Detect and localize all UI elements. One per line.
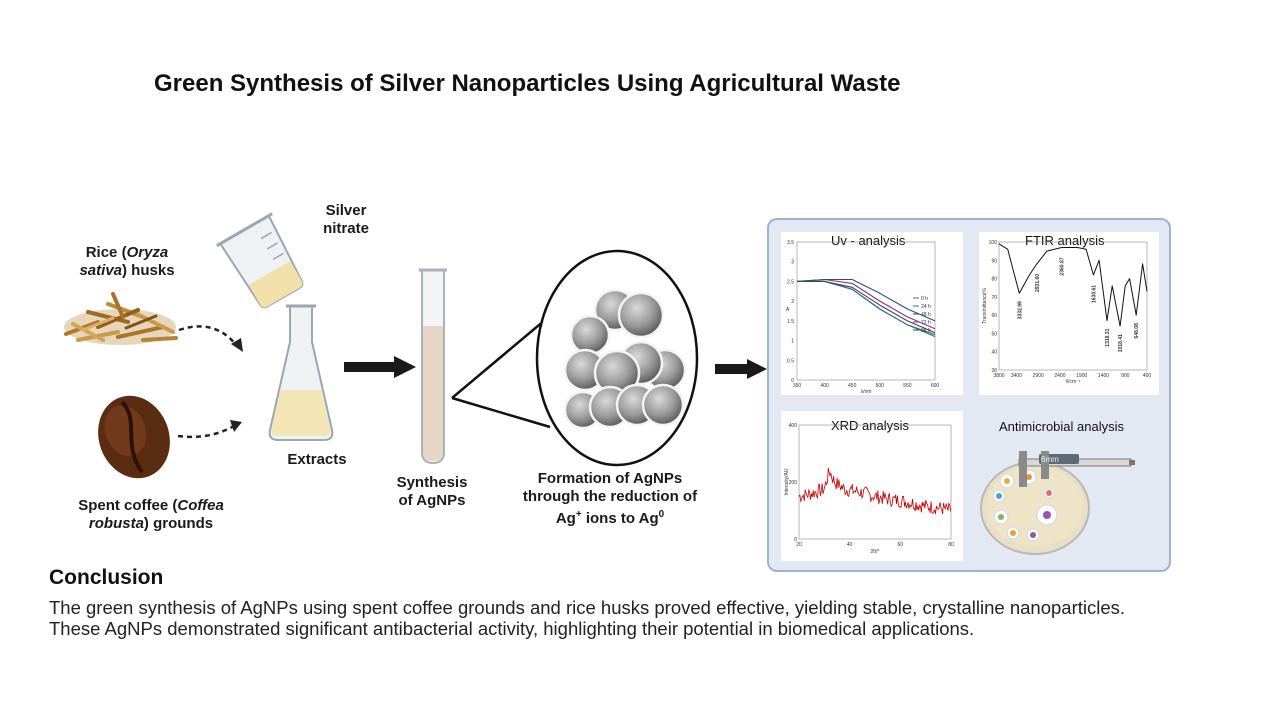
ftir-xlabel: ṽ/cm⁻¹ xyxy=(1066,379,1081,385)
rice-to-flask-arrow xyxy=(178,325,243,352)
extracts-label: Extracts xyxy=(287,451,347,468)
uv-ylabel: A xyxy=(786,307,790,313)
ftir-ylabel: Transmittance% xyxy=(982,287,988,323)
ftir-ytick: 100 xyxy=(989,240,998,246)
flow-arrow-2 xyxy=(715,359,767,379)
ftir-peak-label: 1018.41 xyxy=(1118,334,1124,352)
uv-ytick: 2.5 xyxy=(787,279,794,285)
silver-nitrate-label: Silver nitrate xyxy=(323,202,369,237)
petri-dish-icon xyxy=(980,451,1135,555)
xrd-series-line xyxy=(798,467,951,515)
xrd-ytick: 0 xyxy=(794,537,797,543)
ftir-xtick: 1400 xyxy=(1098,373,1109,379)
ftir-xtick: 400 xyxy=(1143,373,1152,379)
ftir-title: FTIR analysis xyxy=(1025,233,1105,248)
xrd-chart: 400 200 020 40 60 80 2θ/° Intensity/AU xyxy=(784,423,954,555)
coffee-grounds-label: Spent coffee (Coffea robusta) grounds xyxy=(78,497,224,532)
uv-ytick: 3 xyxy=(791,260,794,266)
xrd-ytick: 400 xyxy=(789,423,798,429)
uv-ytick: 3.5 xyxy=(787,240,794,246)
uv-xtick: 550 xyxy=(903,383,912,389)
uv-legend-label: 48 h xyxy=(921,312,931,318)
caliper-icon xyxy=(1018,451,1135,487)
ftir-xtick: 3400 xyxy=(1011,373,1022,379)
xrd-xtick: 60 xyxy=(898,542,904,548)
antimicrobial-card: Antimicrobial analysis 6mm xyxy=(979,411,1159,561)
xrd-xtick: 80 xyxy=(948,542,954,548)
uv-title: Uv - analysis xyxy=(831,233,906,248)
uv-legend-label: 72 h xyxy=(921,320,931,326)
nanoparticle-zoom xyxy=(451,249,699,467)
xrd-ylabel: Intensity/AU xyxy=(784,468,790,495)
xrd-xtick: 40 xyxy=(847,542,853,548)
uv-ytick: 2 xyxy=(791,299,794,305)
silver-nitrate-beaker-icon xyxy=(216,212,304,309)
ftir-plot-frame xyxy=(998,241,1148,371)
ftir-ytick: 60 xyxy=(991,313,997,319)
coffee-to-flask-arrow xyxy=(177,420,242,439)
uv-ytick: 0.5 xyxy=(787,358,794,364)
uv-series-line xyxy=(797,280,936,336)
xrd-plot-frame xyxy=(798,424,952,540)
ftir-peak-label: 1630.61 xyxy=(1091,285,1097,303)
uv-legend-label: 96 h xyxy=(921,328,931,334)
uv-plot-frame xyxy=(796,241,936,381)
xrd-ytick: 200 xyxy=(789,480,798,486)
caliper-reading: 6mm xyxy=(1041,455,1059,464)
uv-xtick: 400 xyxy=(820,383,829,389)
flow-arrow-1 xyxy=(344,356,416,378)
coffee-bean-icon xyxy=(98,395,170,479)
conclusion-text: The green synthesis of AgNPs using spent… xyxy=(49,597,1126,639)
ftir-peak-label: 2931.60 xyxy=(1035,274,1041,292)
ftir-peak-label: 1318.31 xyxy=(1105,328,1111,346)
uv-xtick: 350 xyxy=(793,383,802,389)
xrd-xtick: 20 xyxy=(796,542,802,548)
ftir-peak-label: 3332.99 xyxy=(1017,301,1023,319)
uv-ytick: 1 xyxy=(791,339,794,345)
uv-series-line xyxy=(797,280,936,338)
uv-xtick: 600 xyxy=(931,383,940,389)
conclusion-heading: Conclusion xyxy=(49,566,164,589)
uv-series-line xyxy=(797,280,936,334)
rice-husks-icon xyxy=(64,292,178,345)
ftir-ytick: 50 xyxy=(991,331,997,337)
uv-legend-label: 0 h xyxy=(921,296,928,302)
uv-xlabel: λ/nm xyxy=(861,389,872,395)
uv-ytick: 0 xyxy=(791,378,794,384)
uv-series-line xyxy=(796,278,936,322)
xrd-xlabel: 2θ/° xyxy=(871,549,880,555)
page-title: Green Synthesis of Silver Nanoparticles … xyxy=(154,70,901,97)
uv-xtick: 450 xyxy=(848,383,857,389)
rice-husks-label: Rice (Oryza sativa) husks xyxy=(79,244,175,279)
ftir-ytick: 40 xyxy=(991,350,997,356)
extracts-flask-icon xyxy=(268,304,334,441)
uv-ytick: 1.5 xyxy=(787,319,794,325)
synthesis-label: Synthesis of AgNPs xyxy=(396,474,468,509)
antimicrobial-title: Antimicrobial analysis xyxy=(999,419,1124,434)
ftir-peak-label: 2360.87 xyxy=(1060,257,1066,275)
formation-label: Formation of AgNPs through the reduction… xyxy=(522,470,698,527)
ftir-xtick: 900 xyxy=(1121,373,1130,379)
ftir-peak-label: 648.08 xyxy=(1134,323,1140,339)
ftir-xtick: 2900 xyxy=(1033,373,1044,379)
test-tube-icon xyxy=(419,268,447,465)
ftir-ytick: 80 xyxy=(991,277,997,283)
ftir-ytick: 70 xyxy=(991,295,997,301)
ftir-xtick: 1900 xyxy=(1076,373,1087,379)
ftir-xtick: 3800 xyxy=(993,373,1004,379)
ftir-ytick: 30 xyxy=(991,368,997,374)
ftir-series-line xyxy=(998,243,1148,327)
uv-legend-label: 24 h xyxy=(921,304,931,310)
ftir-xtick: 2400 xyxy=(1054,373,1065,379)
xrd-title: XRD analysis xyxy=(831,418,910,433)
uv-xtick: 500 xyxy=(876,383,885,389)
ftir-ytick: 90 xyxy=(991,258,997,264)
